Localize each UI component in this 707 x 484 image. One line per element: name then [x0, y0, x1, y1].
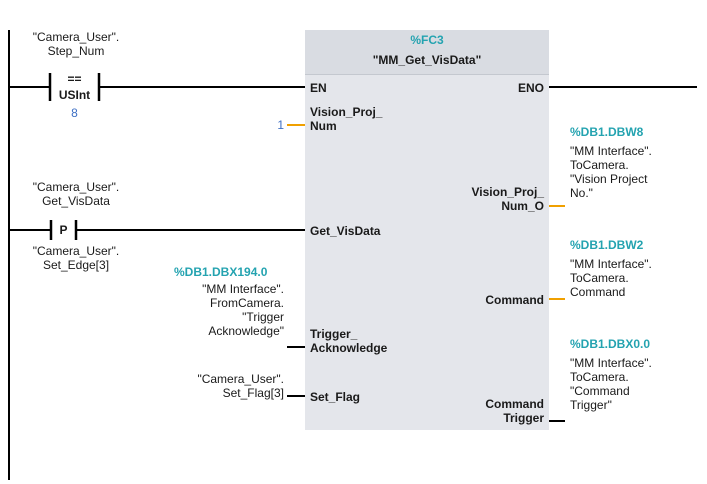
command-trigger-address: %DB1.DBX0.0	[570, 337, 651, 351]
command-address: %DB1.DBW2	[570, 238, 644, 252]
block-address: %FC3	[410, 33, 444, 47]
input-set-flag-label: Set_Flag	[310, 390, 361, 404]
input-en-label: EN	[310, 81, 327, 95]
edge-contact-operand[interactable]: "Camera_User". Get_VisData	[32, 180, 120, 208]
input-get-visdata-label: Get_VisData	[310, 224, 381, 238]
compare-operator: ==	[67, 72, 82, 86]
trigger-ack-address: %DB1.DBX194.0	[174, 265, 268, 279]
output-command-label: Command	[485, 293, 544, 307]
edge-contact-symbol: P	[59, 223, 68, 237]
block-name[interactable]: "MM_Get_VisData"	[372, 53, 482, 67]
vision-proj-num-o-symbol[interactable]: "MM Interface". ToCamera. "Vision Projec…	[570, 144, 652, 200]
output-command-trigger-label: Command Trigger	[485, 397, 544, 425]
vision-proj-num-constant[interactable]: 1	[277, 118, 284, 132]
output-vision-proj-num-o-label: Vision_Proj_ Num_O	[471, 185, 544, 213]
output-eno-label: ENO	[517, 81, 544, 95]
vision-proj-num-o-address: %DB1.DBW8	[570, 125, 644, 139]
input-vision-proj-num-label: Vision_Proj_ Num	[310, 105, 383, 133]
compare-value[interactable]: 8	[71, 106, 78, 120]
edge-contact-bit[interactable]: "Camera_User". Set_Edge[3]	[32, 244, 120, 272]
command-trigger-symbol[interactable]: "MM Interface". ToCamera. "Command Trigg…	[570, 356, 652, 412]
function-block-header	[305, 30, 549, 74]
compare-operand[interactable]: "Camera_User". Step_Num	[32, 30, 120, 58]
function-block-header-divider	[305, 74, 549, 75]
input-trigger-ack-label: Trigger_ Acknowledge	[310, 327, 388, 355]
set-flag-symbol[interactable]: "Camera_User". Set_Flag[3]	[197, 372, 284, 400]
trigger-ack-symbol[interactable]: "MM Interface". FromCamera. "Trigger Ack…	[202, 282, 284, 338]
compare-type: USInt	[58, 88, 91, 102]
command-symbol[interactable]: "MM Interface". ToCamera. Command	[570, 257, 652, 299]
function-block[interactable]	[305, 30, 549, 430]
